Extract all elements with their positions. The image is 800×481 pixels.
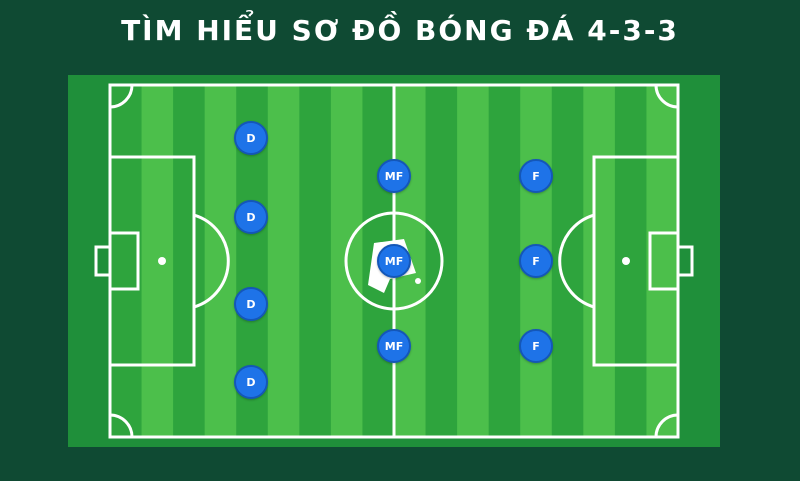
grass-stripe (204, 85, 237, 437)
player-midfielder: MF (377, 329, 411, 363)
left-penalty-spot (158, 257, 166, 265)
pitch-spots (158, 257, 630, 265)
grass-stripe (488, 85, 521, 437)
corner-arc-top-left (109, 84, 134, 109)
center-circle (344, 211, 444, 311)
left-goal (94, 245, 112, 277)
player-defender: D (234, 365, 268, 399)
grass-stripe (646, 85, 679, 437)
grass-stripe (583, 85, 616, 437)
right-goal (676, 245, 694, 277)
corner-arc-bottom-left (109, 413, 134, 438)
grass-stripe (267, 85, 300, 437)
page-title: TÌM HIỂU SƠ ĐỒ BÓNG ĐÁ 4-3-3 (121, 14, 679, 47)
player-forward: F (519, 244, 553, 278)
corner-arc-bottom-right (654, 413, 679, 438)
right-penalty-spot (622, 257, 630, 265)
left-penalty-arc (193, 213, 230, 309)
player-midfielder: MF (377, 159, 411, 193)
grass-stripe (457, 85, 490, 437)
corner-arc-top-right (654, 84, 679, 109)
right-penalty-arc (558, 213, 595, 309)
grass-stripe (551, 85, 584, 437)
player-forward: F (519, 159, 553, 193)
grass-stripe (173, 85, 206, 437)
player-midfielder: MF (377, 244, 411, 278)
football-pitch: D D D D MF MF MF F F F (68, 75, 720, 447)
player-defender: D (234, 287, 268, 321)
grass-stripe (614, 85, 647, 437)
player-defender: D (234, 121, 268, 155)
pitch-lines (94, 83, 694, 439)
grass-stripe (141, 85, 174, 437)
grass-stripe (299, 85, 332, 437)
player-defender: D (234, 200, 268, 234)
player-forward: F (519, 329, 553, 363)
